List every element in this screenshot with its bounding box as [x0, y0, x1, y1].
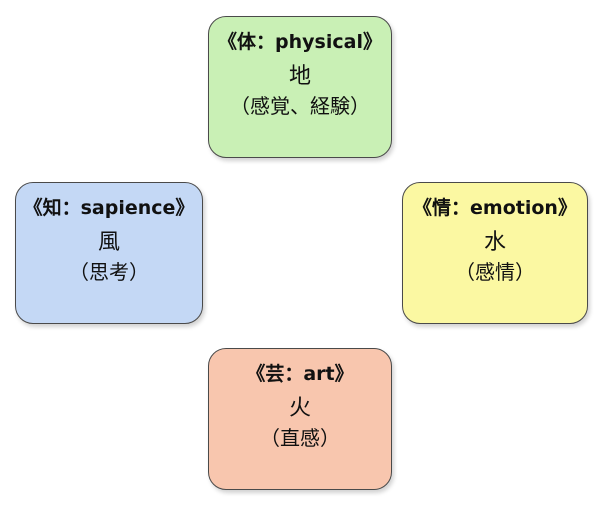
card-emotion: 《情：emotion》 水 （感情） [402, 182, 588, 324]
card-physical-description: （感覚、経験） [230, 94, 370, 118]
card-sapience-description: （思考） [69, 260, 149, 284]
card-physical-element: 地 [288, 64, 311, 89]
card-art: 《芸：art》 火 （直感） [208, 348, 392, 490]
card-emotion-element: 水 [483, 230, 506, 255]
card-sapience: 《知：sapience》 風 （思考） [15, 182, 203, 324]
card-physical-title: 《体：physical》 [218, 31, 382, 53]
card-sapience-title: 《知：sapience》 [23, 197, 195, 219]
card-emotion-description: （感情） [455, 260, 535, 284]
card-art-description: （直感） [260, 426, 340, 450]
card-art-element: 火 [288, 396, 311, 421]
card-art-title: 《芸：art》 [246, 363, 354, 385]
card-emotion-title: 《情：emotion》 [413, 197, 577, 219]
card-sapience-element: 風 [97, 230, 120, 255]
card-physical: 《体：physical》 地 （感覚、経験） [208, 16, 392, 158]
